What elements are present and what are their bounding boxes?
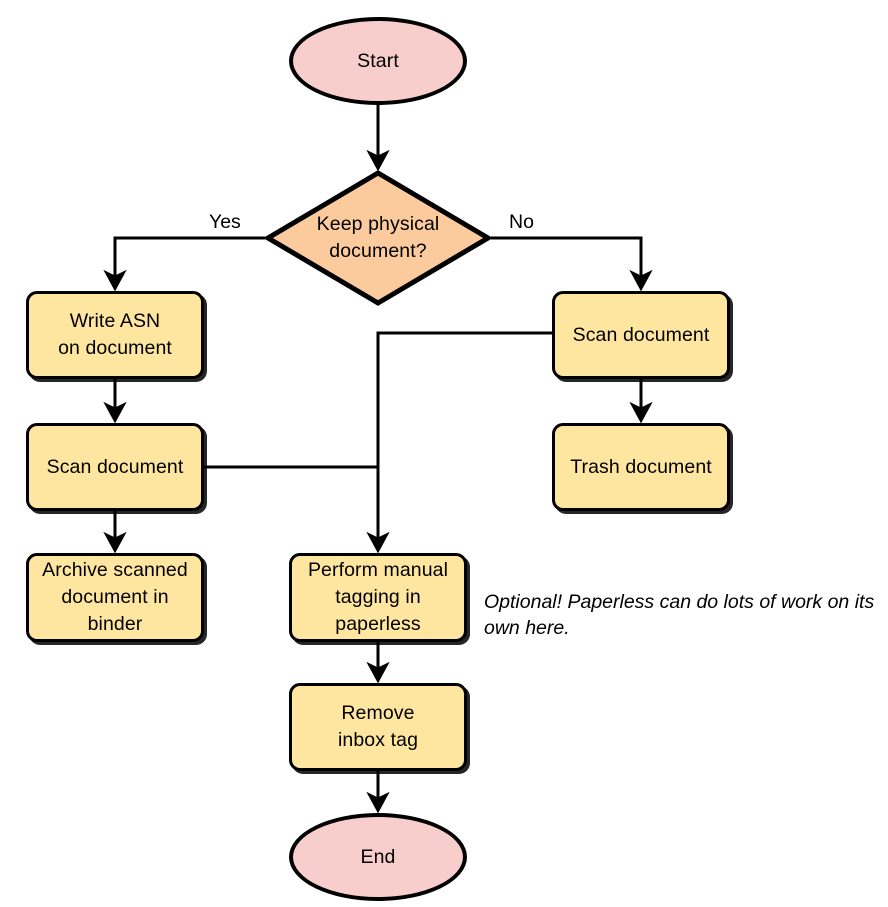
edge-decision-to-scan-right — [491, 236, 653, 292]
node-scan-document-left-label: Scan document — [46, 455, 184, 478]
node-remove-inbox-tag[interactable]: Remove inbox tag — [289, 683, 467, 771]
node-start[interactable]: Start — [289, 17, 467, 105]
node-archive-binder-label: Archive scanned document in binder — [42, 559, 188, 635]
edge-decision-to-write-asn — [103, 236, 265, 292]
node-decision-label: Keep physical document? — [316, 213, 440, 262]
annotation-optional-note: Optional! Paperless can do lots of work … — [484, 591, 875, 639]
node-scan-document-right[interactable]: Scan document — [552, 291, 730, 379]
node-trash-document[interactable]: Trash document — [552, 423, 730, 511]
edge-scan-right-to-manual-tagging — [366, 331, 552, 554]
node-scan-document-right-label: Scan document — [572, 323, 710, 346]
node-end-label: End — [360, 845, 396, 868]
edge-label-no: No — [509, 211, 534, 233]
edge-label-yes: Yes — [209, 211, 241, 233]
node-decision-keep-physical-document[interactable]: Keep physical document? — [265, 170, 491, 306]
node-archive-scanned-document-in-binder[interactable]: Archive scanned document in binder — [26, 553, 204, 642]
node-scan-document-left[interactable]: Scan document — [26, 423, 204, 511]
node-write-asn-on-document[interactable]: Write ASN on document — [26, 291, 204, 379]
node-start-label: Start — [357, 49, 399, 72]
diamond-shape — [265, 170, 491, 306]
node-perform-manual-tagging-in-paperless[interactable]: Perform manual tagging in paperless — [289, 553, 467, 642]
node-end[interactable]: End — [289, 813, 467, 901]
node-manual-tagging-label: Perform manual tagging in paperless — [307, 559, 449, 635]
node-remove-inbox-tag-label: Remove inbox tag — [337, 702, 419, 751]
node-write-asn-label: Write ASN on document — [58, 310, 172, 359]
node-trash-document-label: Trash document — [570, 455, 712, 478]
